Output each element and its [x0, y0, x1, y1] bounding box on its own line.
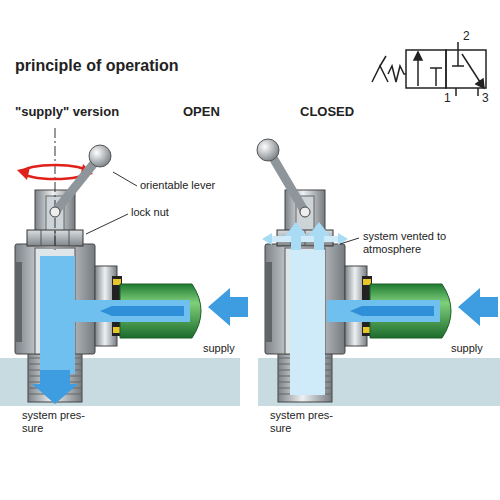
state-heading: CLOSED [300, 105, 354, 120]
port-label: supply [203, 342, 235, 355]
lever-closed [257, 139, 310, 217]
axis-line [55, 128, 56, 250]
air-flow-open [32, 256, 190, 404]
valve-symbol [372, 42, 486, 96]
leader-line [86, 172, 359, 244]
flow-label: system vented to atmosphere [363, 230, 455, 255]
state-heading: OPEN [183, 105, 220, 120]
version-heading: "supply" version [15, 105, 119, 120]
port-label: system pres- sure [270, 409, 342, 434]
part-label: lock nut [131, 206, 169, 219]
port-number: 1 [444, 92, 451, 106]
diagram-title: principle of operation [15, 57, 179, 75]
lever-open [50, 145, 111, 217]
valve-body [265, 190, 498, 402]
port-number: 3 [482, 92, 489, 106]
port-number: 2 [463, 30, 470, 44]
port-label: system pres- sure [22, 409, 94, 434]
port-label: supply [451, 342, 483, 355]
part-label: orientable lever [140, 179, 215, 192]
